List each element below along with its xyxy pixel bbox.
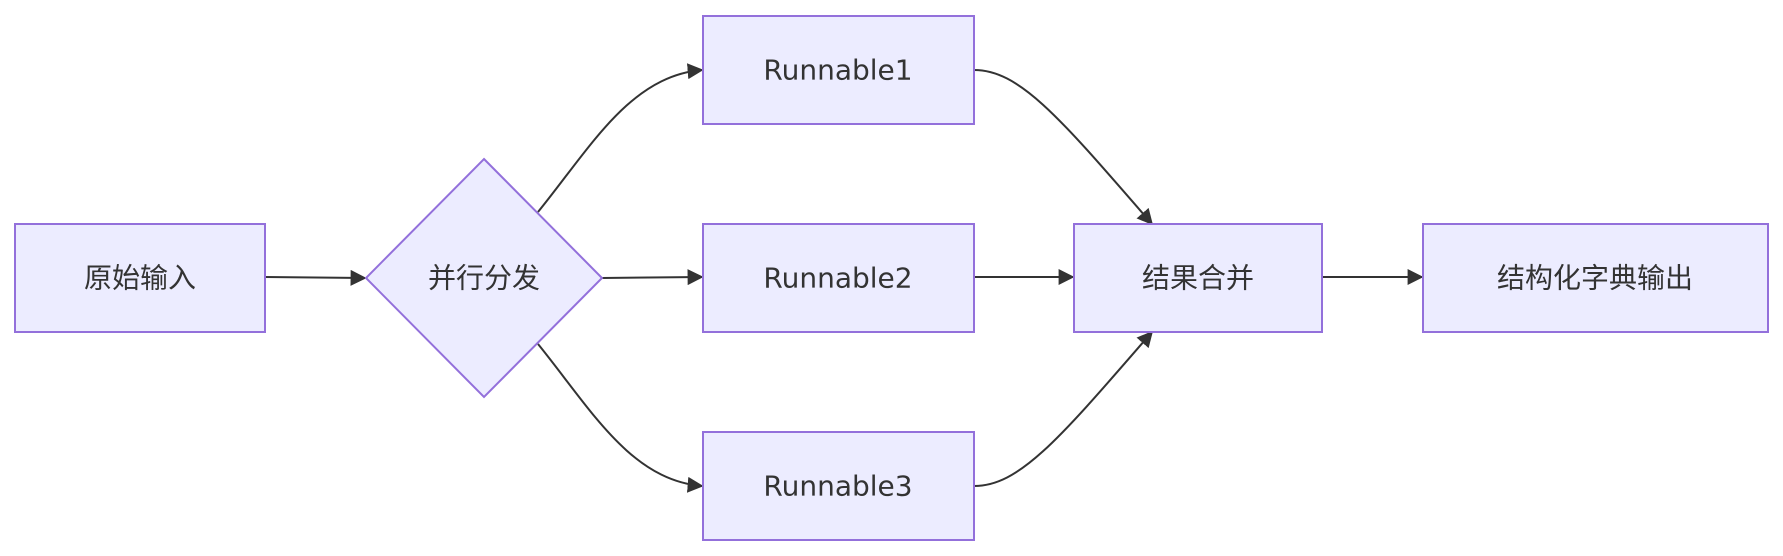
node-runnable2-box bbox=[702, 223, 975, 333]
node-merge-label: 结果合并 bbox=[1142, 262, 1254, 295]
node-merge-box bbox=[1073, 223, 1323, 333]
edges bbox=[264, 63, 1424, 493]
node-dispatch-diamond bbox=[364, 157, 604, 399]
node-merge: 结果合并 bbox=[1073, 223, 1323, 333]
node-runnable3-box bbox=[702, 431, 975, 541]
node-dispatch: 并行分发 bbox=[364, 157, 604, 399]
node-output-label: 结构化字典输出 bbox=[1497, 262, 1693, 295]
node-runnable2-label: Runnable2 bbox=[763, 262, 912, 295]
node-output-box bbox=[1422, 223, 1769, 333]
node-runnable3: Runnable3 bbox=[702, 431, 975, 541]
edge-dispatch-to-runnable2 bbox=[601, 269, 704, 286]
node-runnable2: Runnable2 bbox=[702, 223, 975, 333]
node-runnable1-box bbox=[702, 15, 975, 125]
node-input: 原始输入 bbox=[14, 223, 266, 333]
node-input-label: 原始输入 bbox=[84, 262, 196, 295]
edge-dispatch-to-runnable3 bbox=[537, 343, 704, 493]
edge-dispatch-to-runnable1 bbox=[537, 63, 704, 213]
node-runnable1: Runnable1 bbox=[702, 15, 975, 125]
node-input-box bbox=[14, 223, 266, 333]
edge-input-to-dispatch bbox=[264, 269, 367, 286]
node-output: 结构化字典输出 bbox=[1422, 223, 1769, 333]
node-runnable1-label: Runnable1 bbox=[763, 54, 912, 87]
edge-runnable3-to-merge bbox=[973, 330, 1154, 487]
edge-runnable1-to-merge bbox=[973, 69, 1154, 226]
node-runnable3-label: Runnable3 bbox=[763, 470, 912, 503]
node-dispatch-label: 并行分发 bbox=[428, 262, 540, 295]
